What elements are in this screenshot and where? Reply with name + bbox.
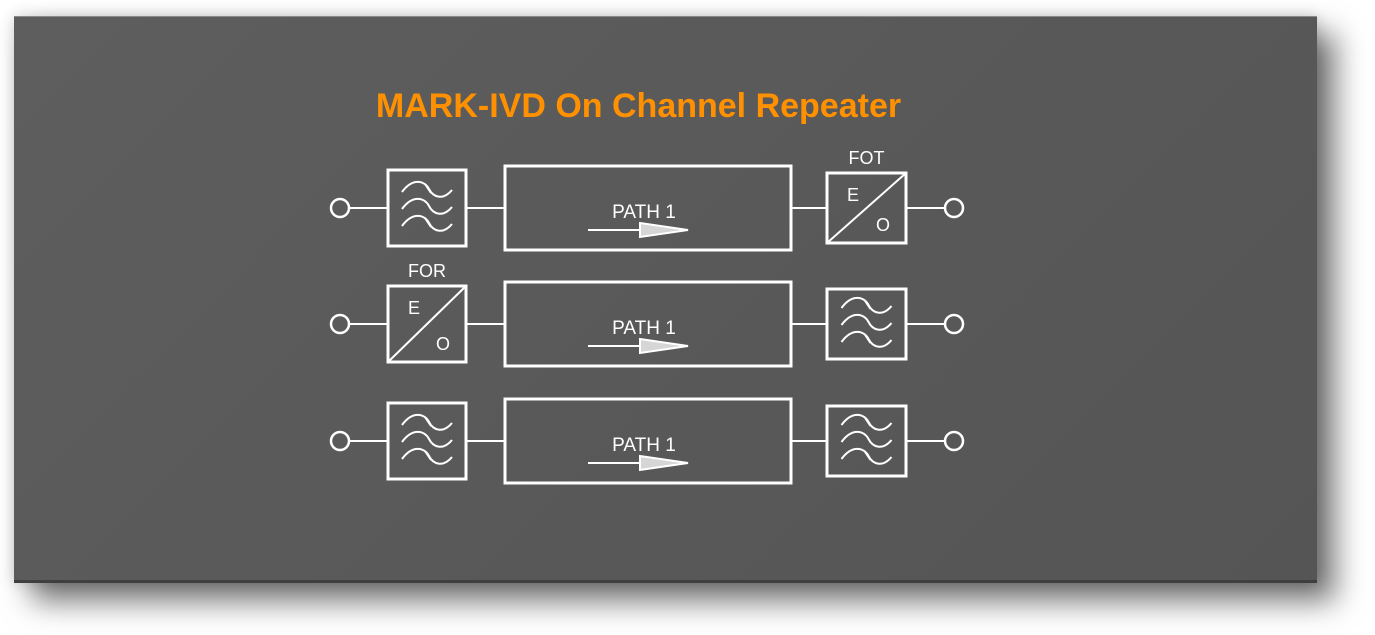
wave-line <box>840 430 893 448</box>
direction-arrow-icon <box>639 337 689 355</box>
direction-arrow-icon <box>639 221 689 239</box>
input-terminal <box>329 313 351 335</box>
filter-box <box>825 287 908 361</box>
output-terminal <box>943 313 965 335</box>
filter-box <box>386 168 468 248</box>
converter-letter-e: E <box>408 298 420 318</box>
path-label: PATH 1 <box>612 202 676 223</box>
converter-letter-e: E <box>847 185 859 205</box>
wave-tick <box>424 416 432 427</box>
converter-label: FOT <box>849 148 885 168</box>
wave-line <box>401 197 453 215</box>
filter-box <box>386 401 468 481</box>
wave-tick <box>424 183 432 194</box>
converter-diagonal <box>826 172 907 244</box>
filter-icon <box>840 296 893 348</box>
input-terminal <box>329 430 351 452</box>
wave-line <box>401 180 453 198</box>
input-terminal <box>329 197 351 219</box>
signal-row-3: PATH 1 <box>329 397 965 485</box>
filter-box <box>825 404 908 478</box>
wave-line <box>840 330 893 348</box>
wave-tick <box>863 416 872 427</box>
wave-line <box>840 447 893 465</box>
converter-letter-o: O <box>436 334 450 354</box>
wave-line <box>401 214 453 232</box>
wave-tick <box>424 450 432 461</box>
filter-icon <box>401 413 453 465</box>
wave-tick <box>863 299 872 310</box>
wave-line <box>401 430 453 448</box>
wave-line <box>401 413 453 431</box>
wave-tick <box>863 333 872 344</box>
wave-line <box>401 447 453 465</box>
converter-letter-o: O <box>876 215 890 235</box>
filter-icon <box>401 180 453 232</box>
signal-row-1: PATH 1 EO FOT <box>329 148 965 252</box>
path-label: PATH 1 <box>612 318 676 339</box>
wave-tick <box>424 217 432 228</box>
wave-tick <box>863 450 872 461</box>
diagram-title: MARK-IVD On Channel Repeater <box>375 87 902 125</box>
direction-arrow-icon <box>639 454 689 472</box>
wave-line <box>840 296 893 314</box>
wave-line <box>840 313 893 331</box>
path-label: PATH 1 <box>612 435 676 456</box>
converter-diagonal <box>387 285 467 363</box>
diagram-panel <box>14 16 1317 583</box>
converter-label: FOR <box>408 261 446 281</box>
filter-icon <box>840 413 893 465</box>
output-terminal <box>943 430 965 452</box>
output-terminal <box>943 197 965 219</box>
signal-row-2: EO FOR PATH 1 <box>329 261 965 368</box>
wave-line <box>840 413 893 431</box>
